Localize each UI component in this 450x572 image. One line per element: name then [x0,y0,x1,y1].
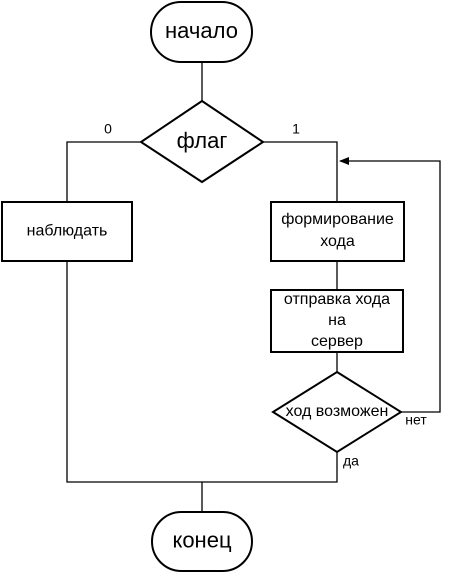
edge-loop-back [339,157,441,413]
connectors [66,62,441,512]
start-label: начало [165,18,238,43]
form-move-label-line2: хода [320,233,355,250]
send-move-process: отправка хода на сервер [270,289,404,353]
send-move-label-line1: отправка хода [284,291,390,308]
start-node: начало [150,1,253,63]
form-move-process: формирование хода [270,201,405,262]
end-label: конец [172,527,231,552]
edge-check-to-end [202,452,338,483]
possible-yes-label: да [343,453,359,469]
move-possible-decision: ход возможен [271,370,403,454]
observe-process: наблюдать [1,201,133,262]
form-move-label-line1: формирование [281,211,394,228]
end-node: конец [151,511,253,572]
flag-decision: флаг [139,99,265,184]
observe-label: наблюдать [27,223,108,240]
flag-yes-label: 1 [292,121,300,137]
send-move-label-line2: на [328,312,346,329]
edge-flag-to-observe [66,141,141,202]
flag-no-label: 0 [104,121,112,137]
send-move-label-line3: сервер [311,333,363,350]
flag-label: флаг [177,128,228,153]
edge-observe-to-end [66,261,202,483]
possible-no-label: нет [405,412,427,428]
edge-flag-to-form-move [263,141,338,202]
move-possible-label: ход возможен [286,403,389,420]
